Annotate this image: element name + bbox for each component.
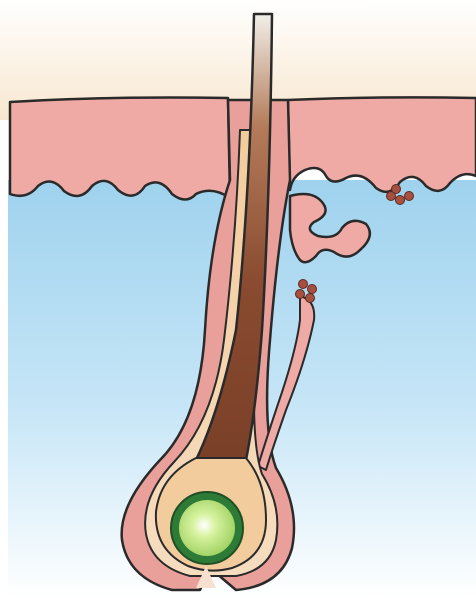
epidermis-left [10,98,230,200]
epidermis-right [288,97,476,192]
dermal-papilla-core [179,500,235,556]
